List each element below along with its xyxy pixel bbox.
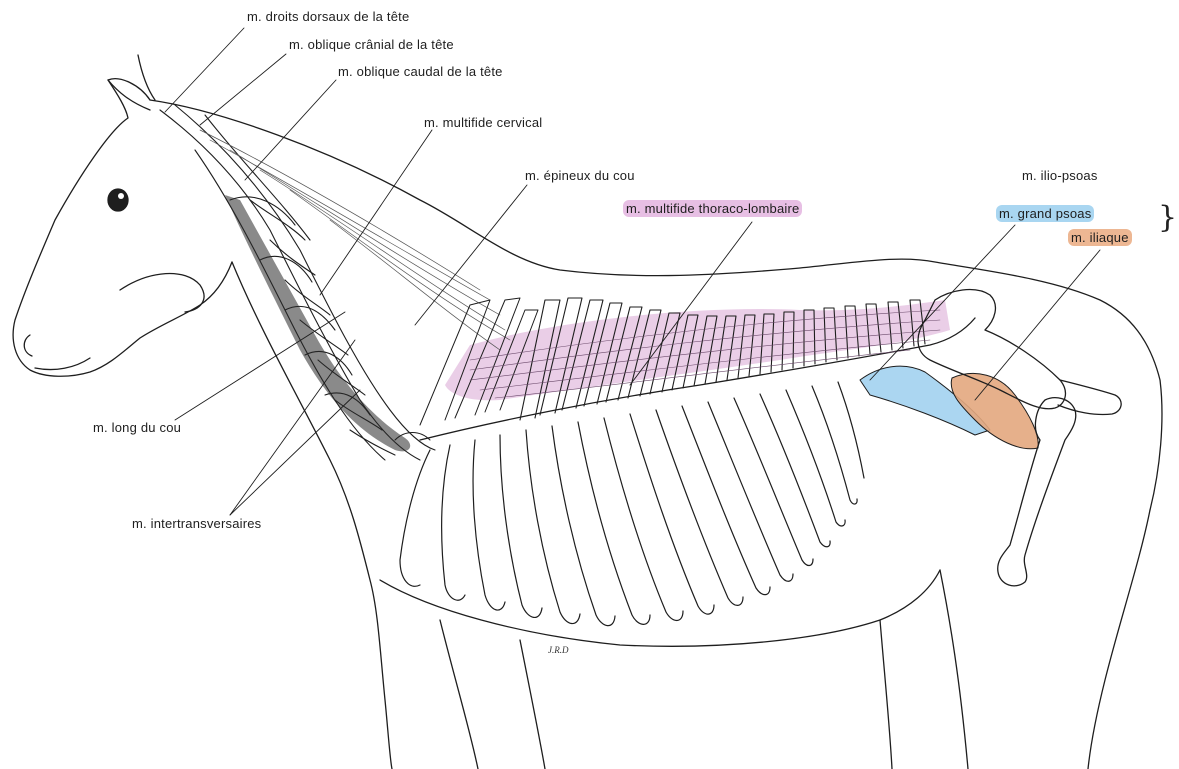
belly-line bbox=[380, 570, 940, 646]
label-grand-psoas: m. grand psoas bbox=[996, 205, 1094, 222]
hind-leg-back bbox=[1088, 510, 1150, 769]
elbow-line bbox=[880, 620, 892, 769]
leader-intertransversaires-1 bbox=[230, 340, 355, 515]
label-multifide-cervical: m. multifide cervical bbox=[424, 115, 542, 130]
mouth bbox=[35, 358, 90, 370]
label-droits-dorsaux: m. droits dorsaux de la tête bbox=[247, 9, 409, 24]
eye bbox=[108, 189, 128, 211]
leader-oblique-caudal bbox=[245, 80, 336, 180]
ilio-psoas-brace: } bbox=[1158, 200, 1177, 235]
fore-leg-back bbox=[520, 640, 545, 769]
label-long-cou: m. long du cou bbox=[93, 420, 181, 435]
label-intertransversaires: m. intertransversaires bbox=[132, 516, 261, 531]
neck-muscle-braid bbox=[160, 105, 435, 460]
label-epineux-cou: m. épineux du cou bbox=[525, 168, 635, 183]
leader-ilio-psoas-2 bbox=[975, 250, 1100, 400]
label-iliaque: m. iliaque bbox=[1068, 229, 1132, 246]
artist-signature: J.R.D bbox=[548, 645, 569, 655]
hind-leg-outline bbox=[940, 570, 968, 769]
ribcage bbox=[400, 382, 864, 626]
pelvis-ischium bbox=[1058, 380, 1121, 415]
topline bbox=[150, 100, 1162, 510]
eye-highlight bbox=[118, 193, 124, 199]
label-multifide-thoraco: m. multifide thoraco-lombaire bbox=[623, 200, 802, 217]
leader-lines bbox=[165, 28, 1100, 515]
label-oblique-cranial: m. oblique crânial de la tête bbox=[289, 37, 454, 52]
jaw-line bbox=[120, 274, 204, 312]
head-outline bbox=[13, 79, 232, 377]
leader-intertransversaires-2 bbox=[230, 390, 360, 515]
leader-droits-dorsaux bbox=[165, 28, 244, 112]
leader-multifide-cervical bbox=[320, 130, 432, 295]
nostril bbox=[24, 335, 32, 356]
label-ilio-psoas: m. ilio-psoas bbox=[1022, 168, 1098, 183]
ear-right bbox=[108, 80, 150, 110]
ear-left bbox=[138, 55, 155, 100]
label-oblique-caudal: m. oblique caudal de la tête bbox=[338, 64, 503, 79]
fore-leg-front bbox=[440, 620, 478, 769]
leader-oblique-cranial bbox=[200, 54, 286, 125]
